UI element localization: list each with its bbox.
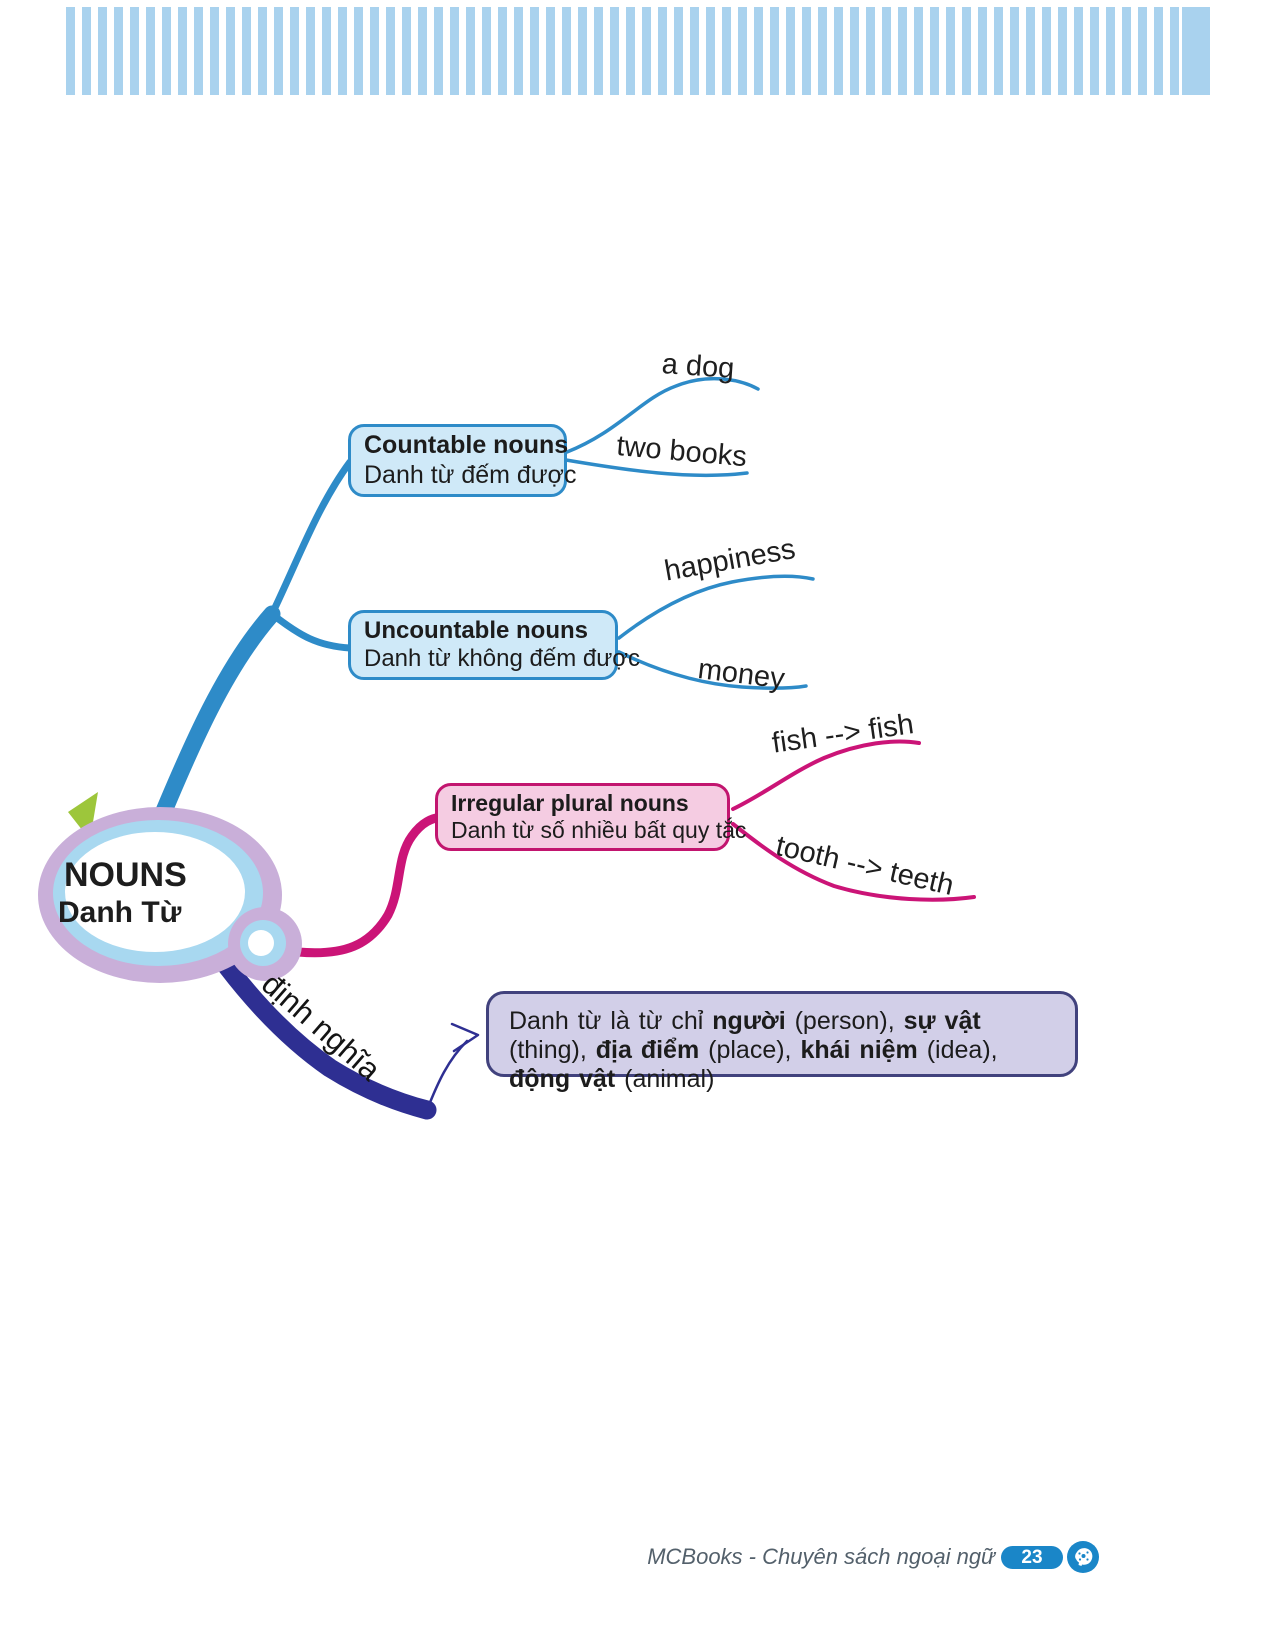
node-irregular: Irregular plural nouns Danh từ số nhiều … [435, 783, 747, 851]
definition-text-segment: (place), [699, 1036, 801, 1064]
branch-magenta-trunk [293, 812, 447, 958]
branch-fish-curve [731, 739, 921, 811]
definition-text-segment: người [712, 1007, 786, 1035]
branch-money-curve [617, 650, 808, 690]
definition-text-segment: Danh từ là từ chỉ [509, 1007, 713, 1035]
central-node-title: NOUNS [64, 856, 187, 894]
striped-banner [66, 7, 1182, 95]
definition-text-segment: khái niệm [800, 1036, 918, 1064]
definition-text-segment: (person), [785, 1007, 904, 1035]
node-irregular-subtitle: Danh từ số nhiều bất quy tắc [451, 817, 747, 843]
branch-blue-trunk [143, 605, 281, 849]
definition-text-segment: (thing), [509, 1036, 596, 1064]
branch-two-books-curve [564, 458, 749, 478]
branch-tooth-curve [731, 822, 976, 902]
definition-text-segment: (animal) [615, 1065, 715, 1093]
definition-arrow-curve [425, 1039, 469, 1112]
node-irregular-title: Irregular plural nouns [451, 789, 689, 816]
central-node-core [65, 832, 245, 952]
publisher-logo-icon [1067, 1541, 1099, 1573]
leaf-a-dog: a dog [660, 348, 736, 385]
node-countable-title: Countable nouns [364, 431, 569, 459]
branch-to-uncountable [268, 610, 354, 652]
page-number-badge: 23 [1001, 1546, 1063, 1569]
definition-text-segment: (idea), [917, 1036, 998, 1064]
definition-arrowhead-icon [450, 1022, 480, 1053]
node-countable-subtitle: Danh từ đếm được [364, 460, 577, 489]
node-uncountable-title: Uncountable nouns [364, 616, 588, 644]
striped-banner-end-block [1182, 7, 1210, 95]
definition-text-segment: động vật [509, 1065, 616, 1093]
node-countable: Countable nouns Danh từ đếm được [348, 424, 577, 497]
branch-a-dog-curve [565, 376, 760, 454]
central-node-subtitle: Danh Từ [58, 896, 182, 929]
branch-to-countable [268, 458, 354, 618]
definition-text-segment: địa điểm [595, 1036, 700, 1064]
footer-imprint: MCBooks - Chuyên sách ngoại ngữ [647, 1544, 995, 1569]
node-uncountable-subtitle: Danh từ không đếm được [364, 645, 641, 672]
branch-happiness-curve [617, 574, 815, 640]
node-uncountable: Uncountable nouns Danh từ không đếm được [348, 610, 641, 680]
satellite-node-core [248, 930, 274, 956]
definition-text-segment: sự vật [903, 1007, 981, 1035]
definition-box: Danh từ là từ chỉ người (person), sự vật… [486, 991, 1078, 1093]
